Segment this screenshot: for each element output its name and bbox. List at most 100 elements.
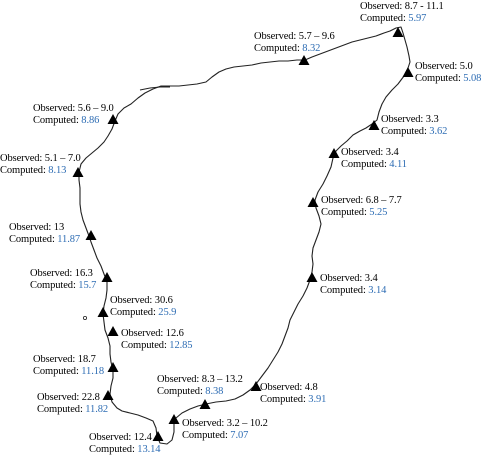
station-marker <box>250 381 262 391</box>
observed-label: Observed: <box>321 195 364 206</box>
computed-label: Computed: <box>33 115 79 126</box>
observed-label: Observed: <box>30 268 73 279</box>
observed-label: Observed: <box>33 354 76 365</box>
observed-value: 22.8 <box>81 392 100 403</box>
station-marker <box>72 167 84 177</box>
computed-value: 13.14 <box>137 444 161 455</box>
observed-label: Observed: <box>0 153 43 164</box>
observed-value: 16.3 <box>74 268 93 279</box>
observed-value: 12.4 <box>133 432 152 443</box>
computed-value: 15.7 <box>78 280 97 291</box>
computed-label: Computed: <box>260 394 306 405</box>
computed-label: Computed: <box>341 159 387 170</box>
computed-value: 5.25 <box>369 207 388 218</box>
computed-line: Computed: 7.07 <box>182 430 268 442</box>
computed-label: Computed: <box>157 386 203 397</box>
computed-line: Computed: 5.08 <box>415 73 481 85</box>
computed-line: Computed: 3.91 <box>260 394 326 406</box>
computed-label: Computed: <box>110 307 156 318</box>
computed-line: Computed: 11.87 <box>9 234 80 246</box>
computed-value: 25.9 <box>158 307 177 318</box>
computed-value: 11.87 <box>57 234 81 245</box>
observed-label: Observed: <box>320 273 363 284</box>
computed-value: 3.14 <box>368 285 387 296</box>
observed-line: Observed: 13 <box>9 222 80 234</box>
station-marker <box>97 307 109 317</box>
observed-value: 13 <box>53 222 65 233</box>
observed-value: 8.3 – 13.2 <box>201 374 243 385</box>
station-marker <box>152 431 164 441</box>
observed-label: Observed: <box>260 382 303 393</box>
observed-label: Observed: <box>110 295 153 306</box>
observed-label: Observed: <box>341 147 384 158</box>
observed-value: 6.8 – 7.7 <box>365 195 402 206</box>
observed-line: Observed: 22.8 <box>37 392 108 404</box>
computed-label: Computed: <box>89 444 135 455</box>
coastline-lobe <box>139 86 170 91</box>
computed-line: Computed: 8.86 <box>33 115 114 127</box>
computed-label: Computed: <box>360 13 406 24</box>
observed-line: Observed: 12.6 <box>121 328 192 340</box>
station-marker <box>107 362 119 372</box>
computed-line: Computed: 15.7 <box>30 280 96 292</box>
observed-line: Observed: 8.3 – 13.2 <box>157 374 243 386</box>
station-marker <box>307 197 319 207</box>
observed-value: 30.6 <box>154 295 173 306</box>
computed-line: Computed: 5.97 <box>360 13 444 25</box>
computed-value: 4.11 <box>389 159 407 170</box>
station-marker <box>168 414 180 424</box>
observed-line: Observed: 5.6 – 9.0 <box>33 103 114 115</box>
computed-line: Computed: 3.62 <box>381 126 447 138</box>
computed-label: Computed: <box>381 126 427 137</box>
observed-line: Observed: 5.0 <box>415 61 481 73</box>
observed-line: Observed: 3.2 – 10.2 <box>182 418 268 430</box>
computed-line: Computed: 12.85 <box>121 340 193 352</box>
computed-value: 7.07 <box>230 430 249 441</box>
observed-value: 5.6 – 9.0 <box>77 103 114 114</box>
observed-label: Observed: <box>360 1 403 12</box>
computed-line: Computed: 11.18 <box>33 366 104 378</box>
observed-label: Observed: <box>254 31 297 42</box>
observed-label: Observed: <box>37 392 80 403</box>
observed-label: Observed: <box>381 114 424 125</box>
computed-line: Computed: 25.9 <box>110 307 176 319</box>
computed-value: 12.85 <box>169 340 193 351</box>
observed-value: 5.7 – 9.6 <box>298 31 335 42</box>
observed-line: Observed: 8.7 - 11.1 <box>360 1 444 13</box>
computed-value: 8.86 <box>81 115 100 126</box>
observed-label: Observed: <box>121 328 164 339</box>
observed-label: Observed: <box>9 222 52 233</box>
station-marker <box>107 114 119 124</box>
observed-value: 3.3 <box>425 114 439 125</box>
station-marker <box>392 27 404 37</box>
observed-line: Observed: 3.3 <box>381 114 447 126</box>
observed-line: Observed: 5.7 – 9.6 <box>254 31 335 43</box>
station-marker <box>298 55 310 65</box>
islet <box>83 315 88 320</box>
station-marker <box>328 148 340 158</box>
computed-line: Computed: 5.25 <box>321 207 402 219</box>
observed-value: 3.4 <box>385 147 399 158</box>
computed-line: Computed: 8.32 <box>254 43 335 55</box>
computed-label: Computed: <box>30 280 76 291</box>
computed-label: Computed: <box>33 366 79 377</box>
observed-label: Observed: <box>157 374 200 385</box>
computed-label: Computed: <box>37 404 83 415</box>
computed-label: Computed: <box>320 285 366 296</box>
computed-line: Computed: 4.11 <box>341 159 407 171</box>
computed-label: Computed: <box>9 234 55 245</box>
computed-value: 8.13 <box>48 165 67 176</box>
